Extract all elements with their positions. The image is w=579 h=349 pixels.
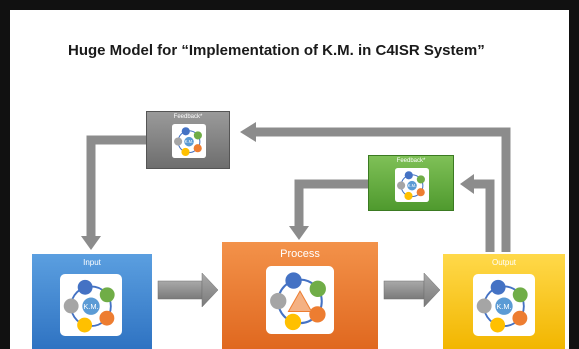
km-icon-graphic: [266, 266, 334, 334]
arrow-input-to-process-head: [201, 272, 219, 308]
arrow-gray-feedback-to-input: [86, 135, 146, 238]
process-box: Process: [222, 242, 378, 349]
km-icon-node: [404, 171, 413, 180]
output-box: Output K.M.: [443, 254, 565, 349]
km-icon-node: [193, 131, 202, 140]
km-icon-node: [397, 181, 406, 190]
km-icon-node: [309, 280, 326, 297]
km-icon-node: [416, 188, 425, 197]
km-icon-node: [99, 310, 115, 326]
km-icon-center-label: K.M.: [496, 302, 511, 311]
input-label: Input: [83, 258, 101, 267]
arrow-green-feedback-to-process: [294, 179, 368, 228]
km-icon-node: [416, 175, 425, 184]
km-icon-center-label: K.M.: [408, 183, 416, 188]
km-icon-node: [174, 137, 183, 146]
km-cycle-icon: [266, 266, 334, 339]
km-icon-node: [512, 310, 528, 326]
output-label: Output: [491, 258, 516, 267]
km-icon-node: [309, 306, 326, 323]
arrowhead-process: [289, 226, 309, 240]
km-icon-node: [284, 313, 302, 331]
km-icon-graphic: K.M.: [473, 274, 535, 336]
km-cycle-icon: K.M.: [395, 168, 429, 207]
arrow-process-to-output-body: [383, 280, 425, 300]
km-icon-node: [404, 191, 413, 201]
feedback-green-label: Feedback*: [396, 158, 426, 164]
arrow-output-to-green-feedback: [472, 179, 495, 252]
km-icon-node: [63, 298, 79, 314]
arrow-input-to-process-body: [157, 280, 203, 300]
arrow-output-to-gray-feedback: [253, 127, 511, 252]
km-cycle-icon: K.M.: [172, 124, 206, 163]
arrowhead-gray-feedback: [240, 122, 256, 142]
km-icon-center: [407, 180, 417, 191]
arrow-process-to-output-head: [423, 272, 441, 308]
km-icon-node: [490, 317, 506, 333]
feedback-box-green: Feedback* K.M.: [368, 155, 454, 211]
km-icon-center-label: K.M.: [185, 139, 193, 144]
arrowhead-input: [81, 236, 101, 250]
pyramid-icon: [287, 290, 313, 313]
km-cycle-icon: K.M.: [473, 274, 535, 341]
km-icon-node: [285, 272, 302, 289]
km-icon-center: [82, 297, 100, 315]
feedback-box-gray: Feedback* K.M.: [146, 111, 230, 169]
km-icon-node: [181, 147, 190, 157]
feedback-gray-label: Feedback*: [173, 114, 203, 120]
km-icon-node: [77, 317, 93, 333]
km-icon-node: [77, 279, 93, 295]
input-box: Input K.M.: [32, 254, 152, 349]
km-icon-graphic: K.M.: [60, 274, 122, 336]
km-icon-node: [476, 298, 492, 314]
arrowhead-green-feedback: [460, 174, 474, 194]
km-cycle-icon: K.M.: [60, 274, 122, 341]
km-icon-node: [193, 144, 202, 153]
km-icon-node: [181, 127, 190, 136]
diagram-title: Huge Model for “Implementation of K.M. i…: [68, 42, 485, 59]
km-icon-node: [490, 279, 506, 295]
km-icon-node: [270, 292, 287, 310]
km-icon-graphic: K.M.: [395, 168, 429, 202]
km-icon-graphic: K.M.: [172, 124, 206, 158]
km-icon-center: [495, 297, 513, 315]
km-icon-node: [512, 287, 528, 303]
km-icon-center: [184, 136, 194, 147]
km-icon-center-label: K.M.: [83, 302, 98, 311]
km-icon-node: [99, 287, 115, 303]
process-label: Process: [280, 248, 320, 260]
